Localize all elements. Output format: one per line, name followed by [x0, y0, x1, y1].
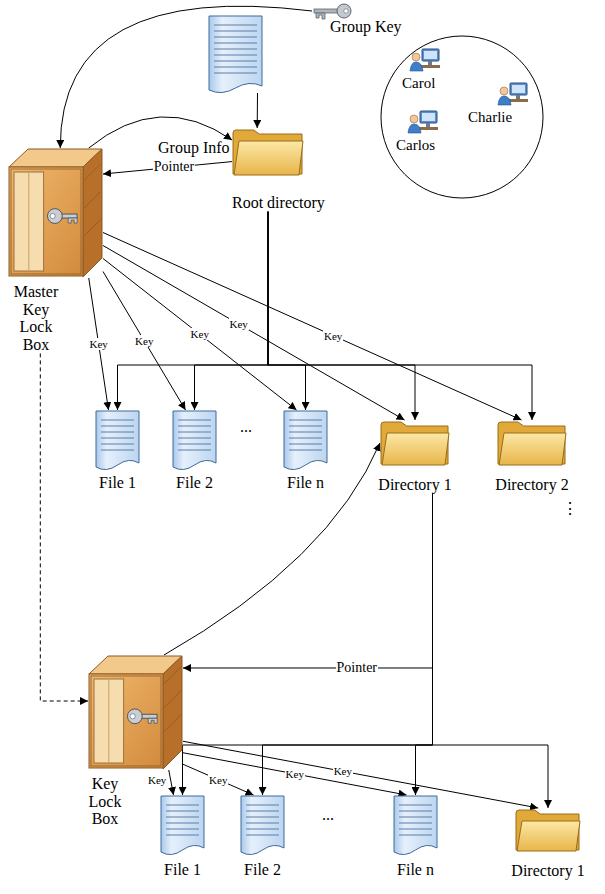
edge-label: Key [285, 768, 305, 780]
node-label: File 2 [244, 861, 281, 879]
connector [169, 770, 174, 795]
connector [183, 494, 433, 668]
connector [257, 93, 258, 128]
lock-box-icon [8, 148, 103, 278]
document-icon [240, 795, 285, 855]
edge-label: Pointer [153, 159, 195, 174]
document-icon [95, 410, 140, 470]
document-icon [160, 795, 205, 855]
node-label: File 2 [176, 474, 213, 492]
node-label: Group Info [158, 139, 230, 157]
user-group-circle [380, 35, 544, 199]
node-label: Charlie [468, 109, 512, 126]
edge-label: Key [134, 335, 154, 347]
connector [60, 6, 312, 148]
ellipsis-mark: ... [322, 806, 334, 824]
node-label: Master Key Lock Box [7, 283, 65, 353]
folder-icon [497, 420, 567, 466]
folder-icon [232, 128, 304, 176]
connector [118, 212, 269, 410]
folder-icon [380, 420, 450, 466]
file-node: File 1 [160, 795, 205, 879]
connector [183, 494, 433, 795]
edge-label: Key [190, 328, 210, 340]
user-group: CarolCharlieCarlos [380, 35, 544, 199]
file-node: File 1 [95, 410, 140, 492]
edge-label: Key [88, 338, 108, 350]
file-node: File 2 [172, 410, 217, 492]
document-icon [283, 410, 328, 470]
connector [268, 212, 306, 410]
node-label: File n [287, 474, 324, 492]
connector [183, 764, 254, 795]
document-icon [208, 15, 263, 93]
node-label: Directory 1 [511, 862, 584, 880]
key-icon [312, 2, 352, 20]
node-label: Root directory [232, 194, 325, 212]
group-key: Group Key [310, 0, 402, 36]
connector [89, 278, 109, 410]
connector [103, 259, 297, 411]
file-node: File n [283, 410, 328, 492]
directory-node: Directory 2 [497, 420, 569, 494]
node-label: File 1 [164, 861, 201, 879]
connector [195, 212, 269, 410]
document-icon [172, 410, 217, 470]
connector [263, 494, 433, 795]
document-icon [393, 795, 438, 855]
node-label: File n [397, 861, 434, 879]
ellipsis-mark: ⋮ [562, 500, 578, 518]
connector [183, 753, 407, 795]
folder-icon [515, 808, 581, 852]
edge-label: Key [147, 774, 167, 786]
connector [183, 741, 538, 808]
connector [268, 212, 532, 420]
edge-label: Key [208, 774, 228, 786]
edge-label: Key [333, 765, 353, 777]
node-label: Carlos [396, 137, 435, 154]
node-label: Key Lock Box [80, 775, 130, 828]
connector [103, 272, 186, 411]
file-node: File n [393, 795, 438, 879]
lock-box-icon [88, 655, 183, 770]
node-label: Directory 2 [495, 476, 568, 494]
node-label: Directory 1 [378, 476, 451, 494]
connector [433, 494, 549, 808]
edge-label: Pointer [336, 660, 378, 675]
node-label: Carol [402, 75, 435, 92]
file-node: File 2 [240, 795, 285, 879]
master-key-lock-box: Master Key Lock Box [4, 148, 103, 354]
connector [103, 246, 405, 421]
dashed-connector [40, 353, 88, 701]
edge-label: Key [229, 318, 249, 330]
node-label: Group Key [330, 18, 402, 36]
connector [164, 443, 380, 655]
directory-node: Directory 1 [380, 420, 452, 494]
connector [103, 233, 522, 421]
node-label: File 1 [99, 474, 136, 492]
connector [416, 494, 433, 795]
edge-label: Key [323, 330, 343, 342]
root-directory: Root directory [230, 128, 325, 212]
directory-node: Directory 1 [515, 808, 585, 880]
ellipsis-mark: ... [240, 418, 252, 436]
